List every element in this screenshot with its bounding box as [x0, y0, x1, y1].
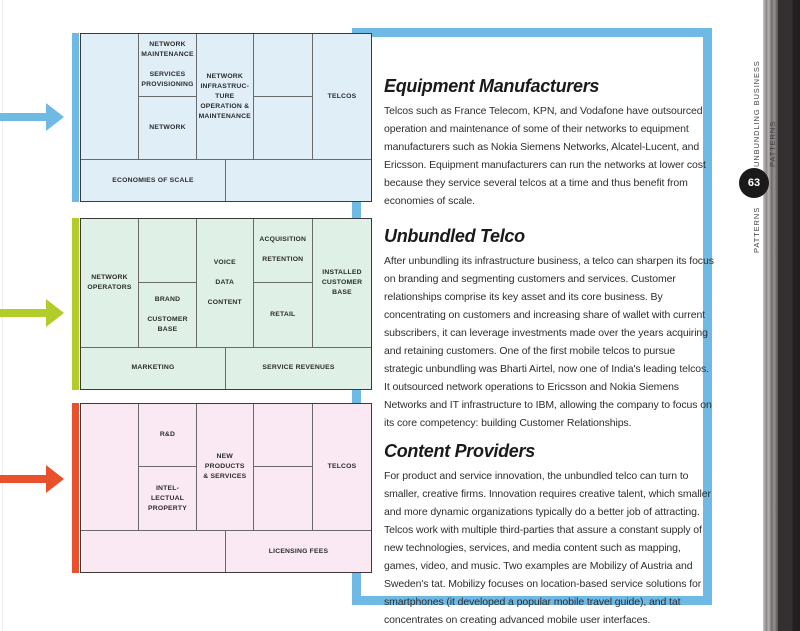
section-heading: Content Providers [384, 441, 535, 461]
cell-customer-segments: TELCOS [313, 34, 371, 159]
cell-label: R&D [159, 431, 176, 438]
cell-customer-segments: TELCOS [313, 404, 371, 530]
cell-key-activities [139, 219, 197, 283]
cell-customer-relationships [253, 34, 313, 97]
cell-value-proposition: NETWORK INFRASTRUC- TURE OPERATION & MAI… [197, 34, 254, 160]
cell-label: BRAND CUSTOMER BASE [147, 295, 188, 333]
red-accent-bar [72, 403, 79, 573]
arrow-head [46, 465, 64, 493]
green-arrow-icon [0, 299, 64, 327]
cell-key-activities: NETWORK MAINTENANCE SERVICES PROVISIONIN… [139, 34, 197, 97]
section-body: After unbundling its infrastructure busi… [384, 255, 714, 429]
arrow-head [46, 299, 64, 327]
section-body: Telcos such as France Telecom, KPN, and … [384, 105, 706, 207]
blue-arrow-icon [0, 103, 64, 131]
business-model-canvas-equipment-manufacturers: NETWORK MAINTENANCE SERVICES PROVISIONIN… [80, 33, 372, 202]
cell-key-partners: NETWORK OPERATORS [81, 219, 139, 347]
section-equipment-manufacturers: Equipment Manufacturers Telcos such as F… [384, 76, 714, 210]
blue-accent-bar [72, 33, 79, 202]
arrow-shaft [0, 309, 48, 317]
section-unbundled-telco: Unbundled Telco After unbundling its inf… [384, 226, 714, 432]
cell-label: TELCOS [327, 92, 357, 100]
sidebar-section-label: PATTERNS [752, 206, 761, 253]
arrow-head [46, 103, 64, 131]
cell-channels: RETAIL [254, 282, 313, 347]
book-cover-edge [778, 0, 800, 631]
cell-key-resources: INTEL- LECTUAL PROPERTY [139, 467, 197, 530]
cell-label: ECONOMIES OF SCALE [112, 176, 194, 184]
business-model-canvas-unbundled-telco: NETWORK OPERATORS BRAND CUSTOMER BASE VO… [80, 218, 372, 390]
cell-channels [254, 467, 313, 530]
green-accent-bar [72, 218, 79, 390]
section-body: For product and service innovation, the … [384, 470, 711, 626]
cell-label: RETAIL [270, 310, 296, 318]
cell-customer-relationships [253, 404, 313, 467]
cell-key-activities: R&D [139, 404, 197, 467]
cell-label: VOICE DATA CONTENT [207, 258, 242, 306]
cell-label: NETWORK OPERATORS [87, 273, 132, 291]
section-content-providers: Content Providers For product and servic… [384, 441, 714, 629]
cell-key-resources: BRAND CUSTOMER BASE [139, 282, 197, 347]
cell-label: NETWORK [149, 123, 186, 131]
cell-revenue-streams [226, 159, 371, 201]
cell-cost-structure [81, 530, 226, 572]
cell-key-resources: NETWORK [139, 96, 197, 160]
cell-label: NEW PRODUCTS & SERVICES [203, 453, 247, 480]
cell-customer-relationships: ACQUISITION RETENTION [253, 219, 313, 283]
page-number-badge: 63 [739, 168, 769, 198]
sidebar-chapter-label: UNBUNDLING BUSINESS PATTERNS [752, 60, 777, 167]
cell-cost-structure: ECONOMIES OF SCALE [81, 159, 226, 201]
arrow-shaft [0, 113, 48, 121]
section-heading: Unbundled Telco [384, 226, 525, 246]
section-heading: Equipment Manufacturers [384, 76, 600, 96]
cell-label: NETWORK INFRASTRUC- TURE OPERATION & MAI… [198, 72, 251, 120]
cell-key-partners [81, 34, 139, 160]
cell-label: MARKETING [131, 364, 175, 372]
cell-label: ACQUISITION RETENTION [259, 236, 307, 264]
cell-label: INSTALLED CUSTOMER BASE [321, 268, 363, 296]
cell-label: NETWORK MAINTENANCE SERVICES PROVISIONIN… [141, 40, 194, 88]
cell-label: TELCOS [327, 463, 357, 470]
arrow-shaft [0, 475, 48, 483]
cell-key-partners [81, 404, 139, 530]
cell-customer-segments: INSTALLED CUSTOMER BASE [313, 219, 371, 347]
page-stack-edge [763, 0, 778, 631]
business-model-canvas-content-providers: R&D INTEL- LECTUAL PROPERTY NEW PRODUCTS… [80, 403, 372, 573]
cell-channels [254, 96, 313, 160]
cell-label: INTEL- LECTUAL PROPERTY [148, 484, 187, 512]
cell-value-proposition: VOICE DATA CONTENT [197, 219, 254, 347]
red-arrow-icon [0, 465, 64, 493]
cell-value-proposition: NEW PRODUCTS & SERVICES [197, 404, 254, 530]
cell-label: LICENSING FEES [268, 547, 329, 555]
cell-revenue-streams: LICENSING FEES [226, 530, 371, 572]
cell-cost-structure: MARKETING [81, 346, 226, 389]
cell-label: SERVICE REVENUES [262, 364, 335, 372]
cell-revenue-streams: SERVICE REVENUES [226, 346, 371, 390]
